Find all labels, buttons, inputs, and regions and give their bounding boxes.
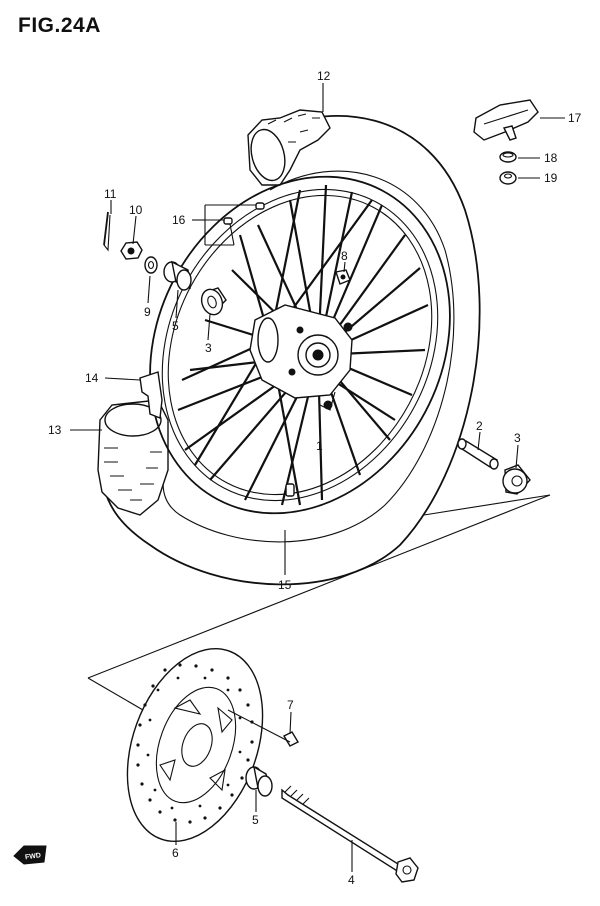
callout-12: 12 bbox=[317, 69, 331, 83]
tire bbox=[97, 109, 481, 586]
callout-4: 4 bbox=[348, 873, 355, 887]
part-17-tube bbox=[473, 99, 539, 141]
valve-stem bbox=[285, 483, 295, 497]
part-14-rim-band bbox=[139, 371, 163, 419]
callout-18: 18 bbox=[544, 151, 558, 165]
part-3-bearing-upper bbox=[200, 287, 227, 316]
leader-lines bbox=[70, 83, 565, 872]
callout-15: 15 bbox=[278, 578, 292, 592]
part-11-cotter-pin bbox=[103, 211, 111, 252]
callout-11: 11 bbox=[104, 187, 117, 201]
callout-9: 9 bbox=[144, 305, 151, 319]
figure-title: FIG.24A bbox=[18, 14, 101, 37]
part-2-spacer bbox=[457, 438, 499, 470]
callout-5-upper: 5 bbox=[172, 319, 179, 333]
callout-13: 13 bbox=[48, 423, 62, 437]
part-5-spacer-lower bbox=[245, 765, 273, 797]
part-19-nut bbox=[499, 171, 517, 185]
part-3-bearing-right bbox=[502, 464, 531, 495]
callout-2: 2 bbox=[476, 419, 483, 433]
assembly-lines bbox=[87, 494, 551, 711]
callout-3-upper: 3 bbox=[205, 341, 212, 355]
callout-14: 14 bbox=[85, 371, 99, 385]
callout-7: 7 bbox=[287, 698, 294, 712]
callout-16: 16 bbox=[172, 213, 186, 227]
part-4-axle bbox=[281, 785, 419, 883]
part-9-washer bbox=[144, 256, 158, 274]
part-5-spacer-upper bbox=[163, 260, 192, 291]
callout-10: 10 bbox=[129, 203, 143, 217]
callout-1: 1 bbox=[316, 439, 323, 453]
fwd-arrow-icon: FWD bbox=[13, 845, 47, 865]
callout-5-lower: 5 bbox=[252, 813, 259, 827]
fwd-label: FWD bbox=[25, 852, 42, 861]
hub bbox=[249, 304, 353, 411]
part-16-spoke-nipples bbox=[223, 202, 265, 225]
callout-19: 19 bbox=[544, 171, 558, 185]
part-18-washer bbox=[499, 151, 517, 163]
callout-8: 8 bbox=[341, 249, 348, 263]
part-8-nut bbox=[335, 269, 351, 285]
callout-6: 6 bbox=[172, 846, 179, 860]
callout-labels: 12 17 18 19 11 10 16 8 9 5 3 14 13 2 3 1… bbox=[48, 69, 582, 887]
part-10-axle-nut bbox=[120, 241, 143, 260]
part-7-disc-bolt bbox=[283, 731, 299, 747]
callout-3-right: 3 bbox=[514, 431, 521, 445]
part-6-brake-disc bbox=[126, 647, 264, 843]
callout-17: 17 bbox=[568, 111, 582, 125]
